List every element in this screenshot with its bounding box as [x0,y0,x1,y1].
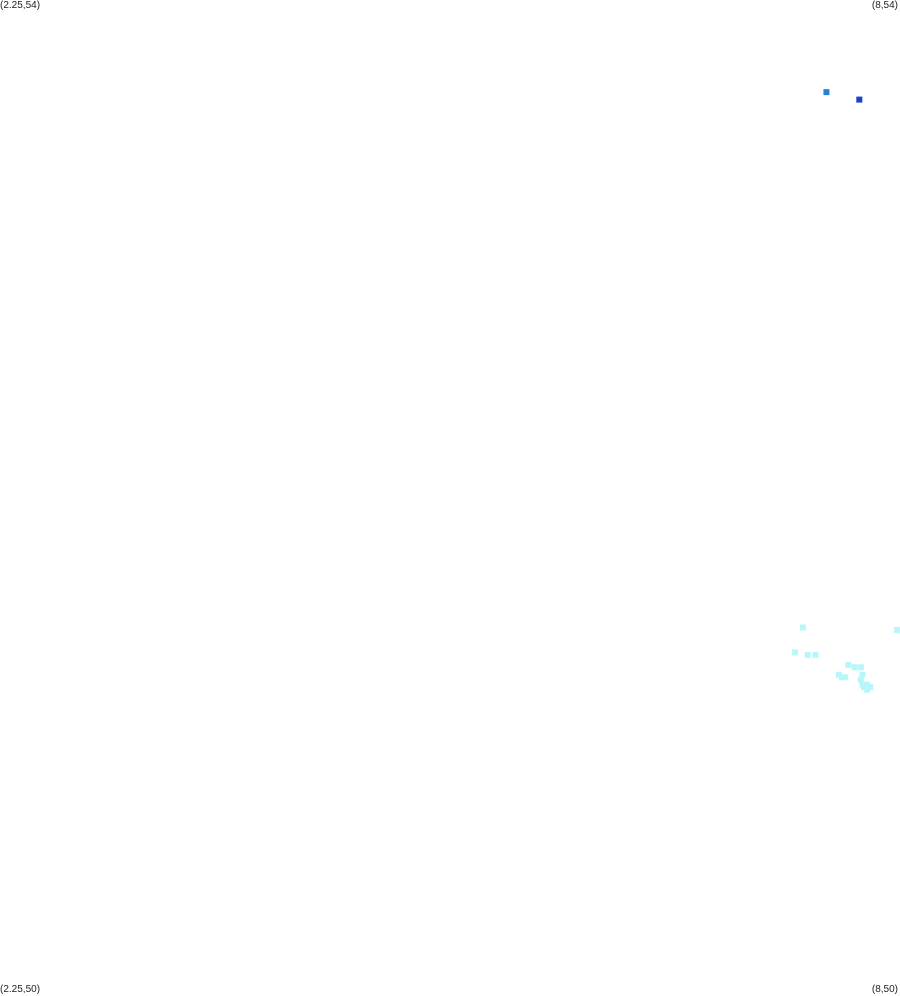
map-point-s2-8 [835,671,842,678]
map-point-s2-3 [812,651,819,658]
map-point-s2-1 [792,649,799,656]
map-point-s2-0 [799,624,806,631]
map-point-s2-15 [867,684,874,691]
map-point-s2-6 [851,664,858,671]
map-point-s2-11 [859,671,866,678]
map-point-s2-5 [845,661,852,668]
map-point-s2-9 [839,674,846,681]
corner-label-bottom-right: (8,50) [871,984,898,995]
map-point-s2-4 [893,626,900,633]
map-point-s2-2 [804,651,811,658]
map-point-s1-0 [856,96,863,103]
map-point-s0-0 [823,89,830,96]
corner-label-top-left: (2.25,54) [0,0,41,11]
map-point-s2-12 [857,676,864,683]
map-point-s2-7 [857,664,864,671]
map-point-s2-17 [864,686,871,693]
map-point-s2-10 [842,674,849,681]
corner-label-top-right: (8,54) [871,0,898,11]
corner-label-bottom-left: (2.25,50) [0,984,41,995]
map-point-s2-16 [861,684,867,691]
map-point-s2-14 [864,681,871,688]
